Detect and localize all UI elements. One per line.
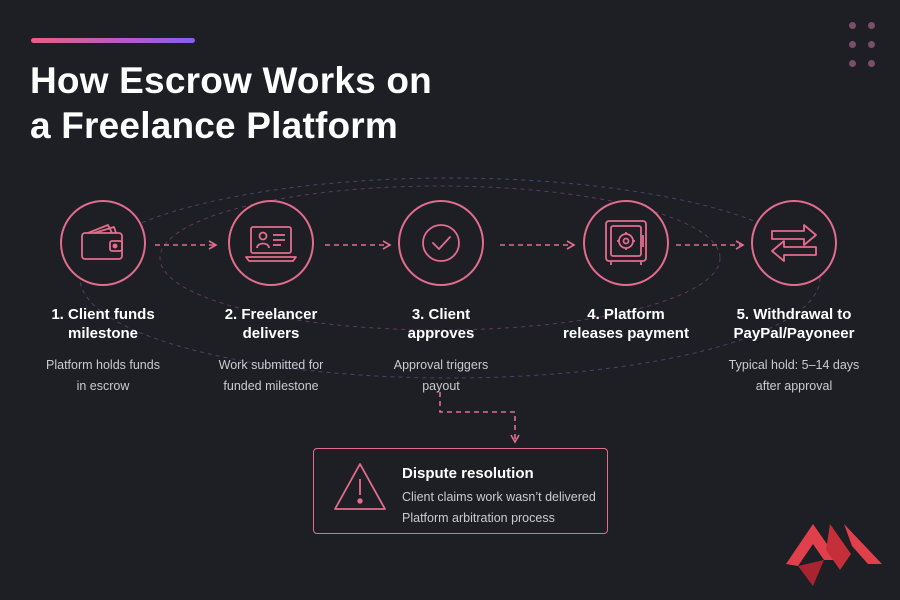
step-4-title: 4. Platform releases payment: [563, 306, 689, 342]
dispute-line-1: Client claims work wasn’t delivered: [402, 490, 596, 504]
step-5-title: 5. Withdrawal to PayPal/Payoneer: [733, 306, 855, 342]
step-4: 4. Platform releases payment: [536, 200, 716, 355]
step-1: 1. Client funds milestone Platform holds…: [13, 200, 193, 397]
step-2-title: 2. Freelancer delivers: [224, 306, 318, 342]
page-title: How Escrow Works on a Freelance Platform: [30, 58, 550, 148]
orbit-ellipse-inner: [159, 185, 721, 331]
wallet-icon: [60, 200, 146, 286]
step-3: 3. Client approves Approval triggers pay…: [351, 200, 531, 397]
warning-icon: [332, 461, 388, 518]
page-title-line1: How Escrow Works on: [30, 60, 432, 101]
title-accent-bar: [31, 38, 195, 43]
dispute-resolution-box: Dispute resolution Client claims work wa…: [313, 448, 608, 534]
laptop-profile-icon: [228, 200, 314, 286]
step-2-description: Work submitted for funded milestone: [218, 358, 324, 393]
transfer-arrows-icon: [751, 200, 837, 286]
step-1-description: Platform holds funds in escrow: [46, 358, 160, 393]
step-1-title: 1. Client funds milestone: [51, 306, 155, 342]
safe-icon: [583, 200, 669, 286]
checkmark-icon: [398, 200, 484, 286]
step-5-description: Typical hold: 5–14 days after approval: [728, 358, 860, 393]
step-3-description: Approval triggers payout: [393, 358, 489, 393]
decorative-dots-grid: [849, 22, 879, 68]
arrow-approval-to-dispute: [439, 392, 520, 444]
step-2: 2. Freelancer delivers Work submitted fo…: [181, 200, 361, 397]
brand-logo: [786, 524, 882, 586]
step-3-title: 3. Client approves: [407, 306, 475, 342]
page-title-line2: a Freelance Platform: [30, 105, 398, 146]
dispute-line-2: Platform arbitration process: [402, 511, 555, 525]
dispute-title: Dispute resolution: [402, 465, 534, 482]
step-5: 5. Withdrawal to PayPal/Payoneer Typical…: [704, 200, 884, 397]
